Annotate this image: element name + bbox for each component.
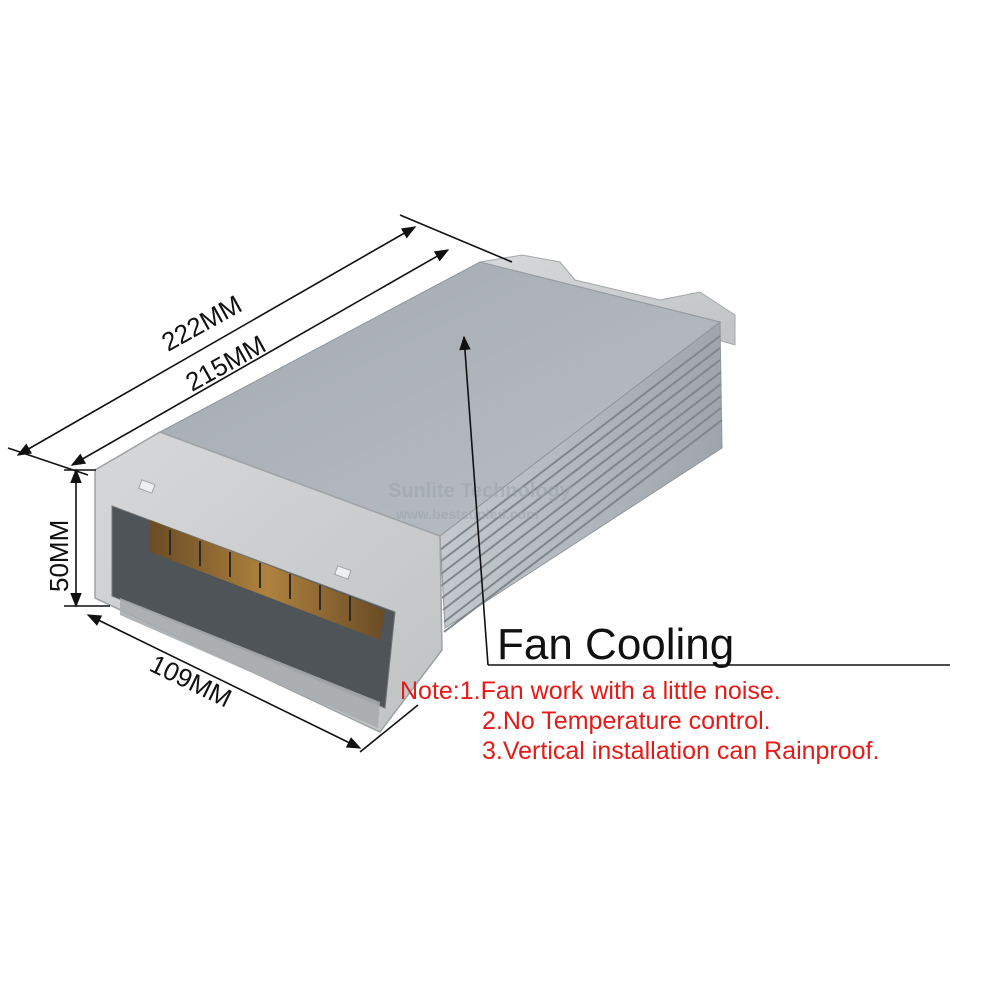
dim-width-ext — [359, 704, 419, 753]
watermark-url: www.bestsunled.com — [395, 506, 539, 522]
watermark: Sunlite Technology www.bestsunled.com — [388, 480, 572, 522]
note-line-3: 3.Vertical installation can Rainproof. — [482, 736, 879, 766]
note-item-2: 2.No Temperature control. — [482, 707, 771, 735]
note-prefix: Note: — [400, 677, 460, 705]
dim-length-inner-line — [70, 249, 450, 466]
heat-sink-fins — [439, 335, 723, 633]
note-line-2: 2.No Temperature control. — [482, 706, 771, 736]
dimension-lines — [7, 214, 513, 753]
callout-leader — [459, 335, 950, 666]
note-line-1: Note:1.Fan work with a little noise. — [400, 676, 781, 706]
dim-width-line — [86, 614, 362, 749]
cap-notches — [138, 479, 352, 580]
callout-title: Fan Cooling — [497, 620, 735, 669]
note-item-3: 3.Vertical installation can Rainproof. — [482, 737, 880, 765]
dim-length-outer-ext-b — [399, 214, 513, 263]
dim-height-label: 50MM — [44, 520, 74, 592]
terminal-block — [150, 520, 385, 640]
note-item-1: 1.Fan work with a little noise. — [459, 677, 781, 705]
watermark-title: Sunlite Technology — [388, 480, 572, 502]
